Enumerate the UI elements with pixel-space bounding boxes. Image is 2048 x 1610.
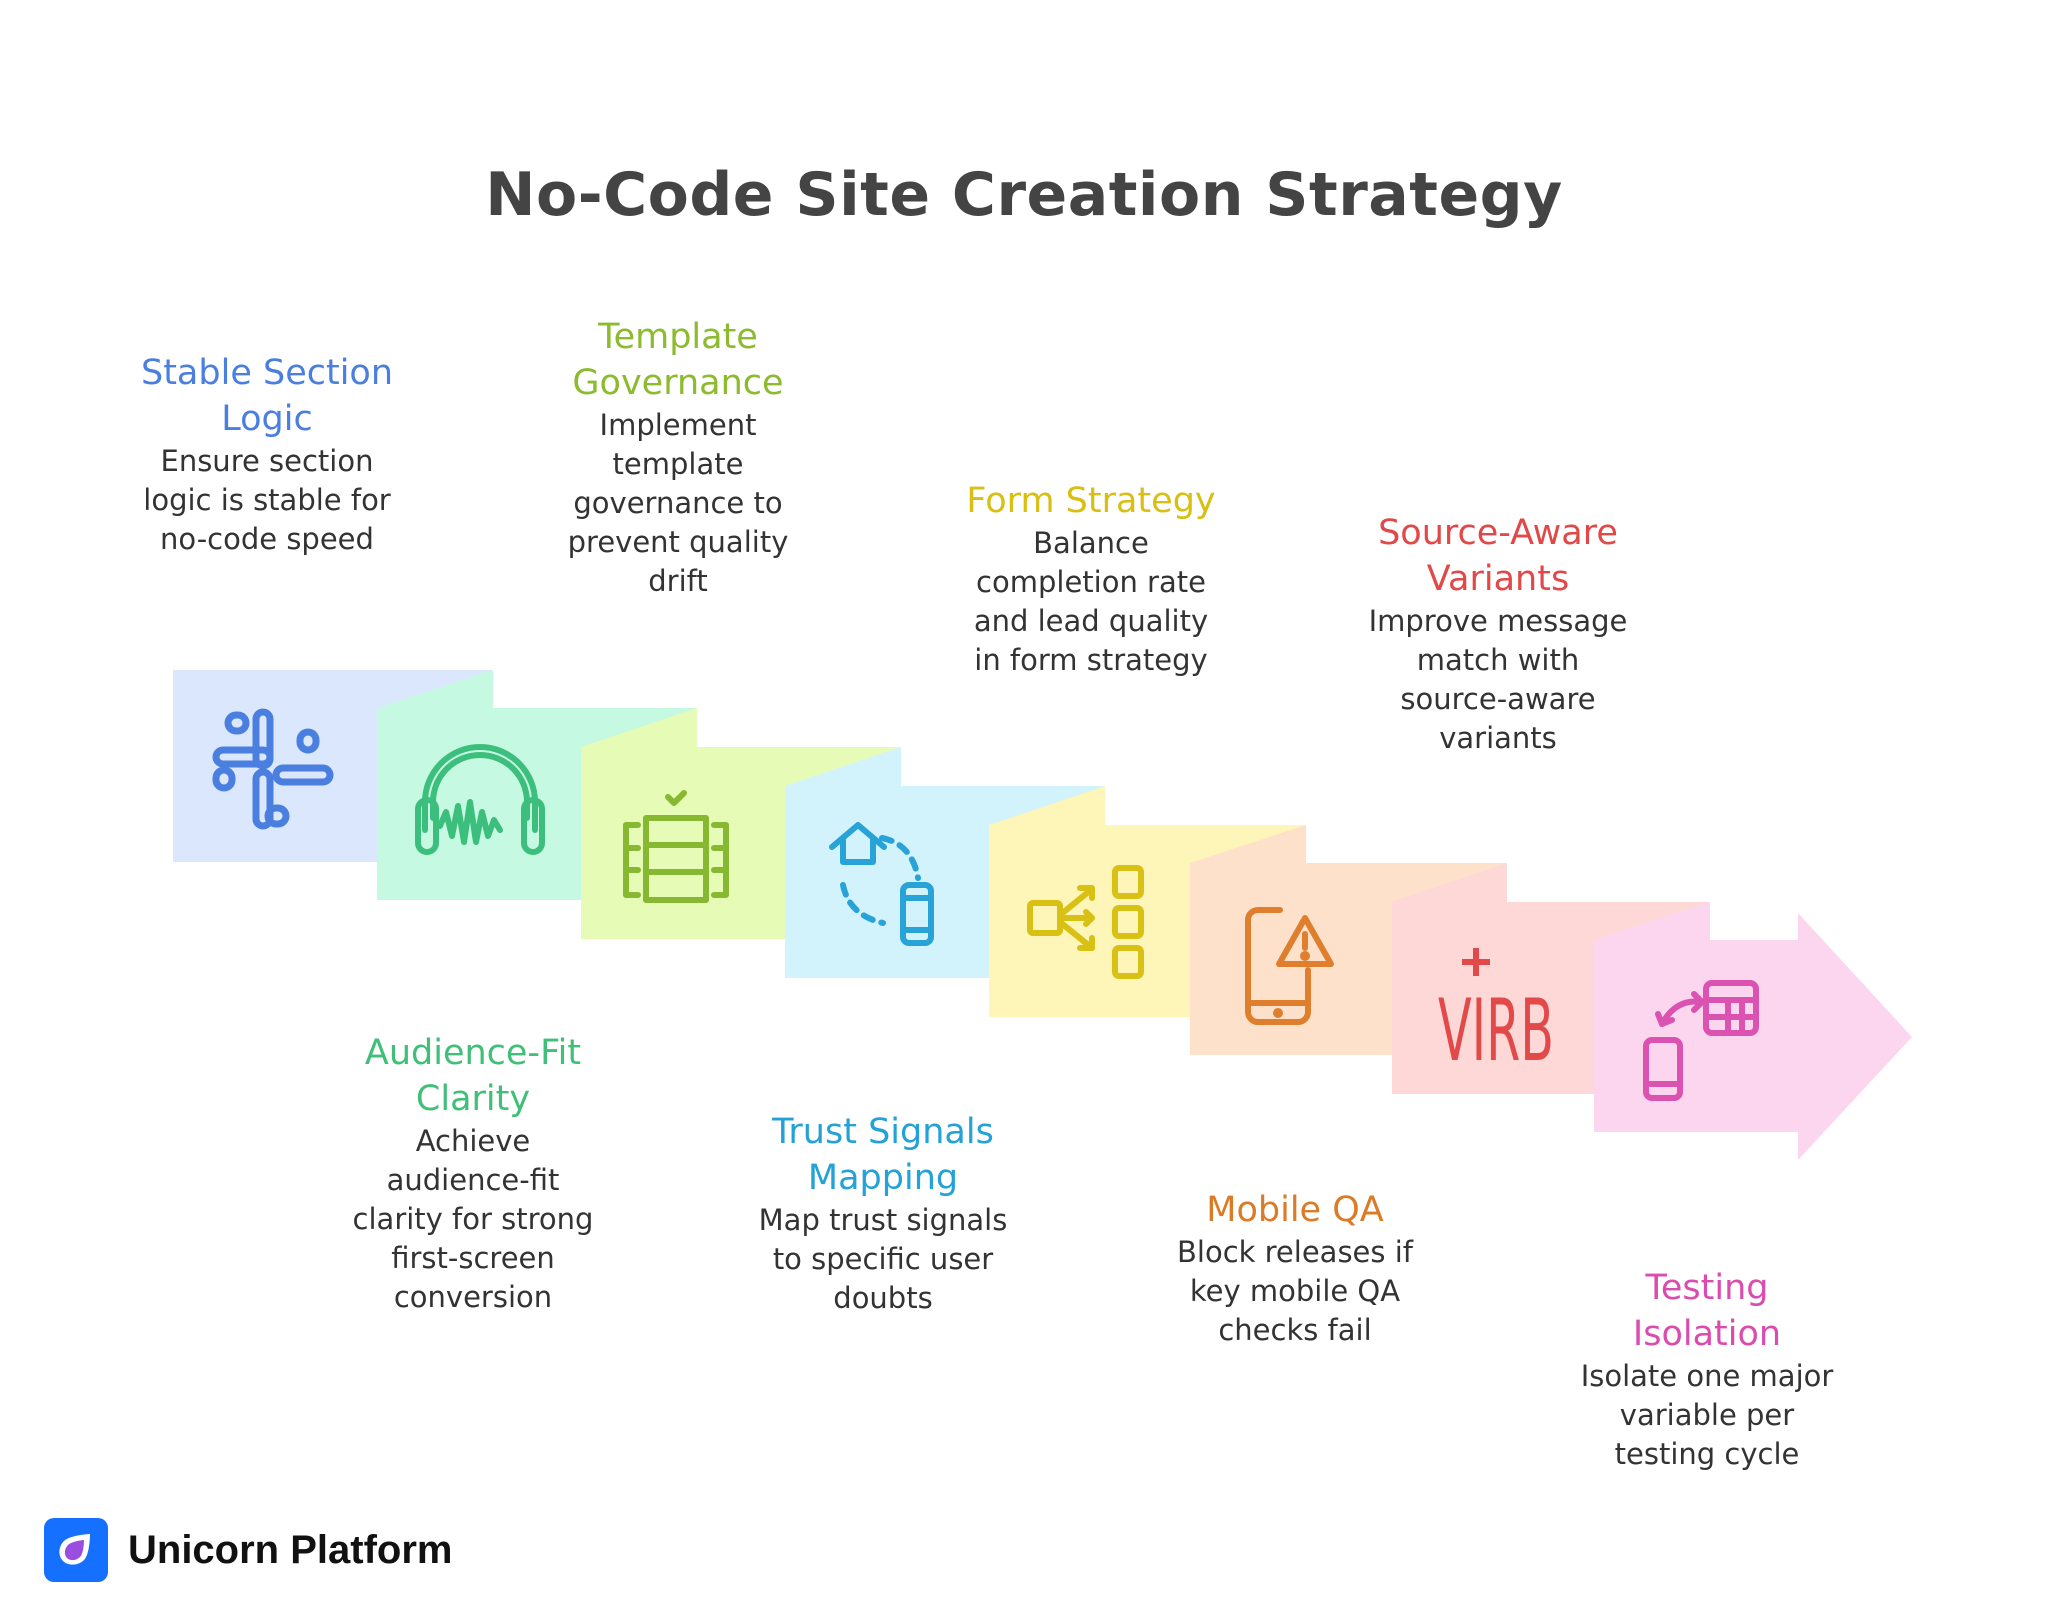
headphones-waveform-icon <box>415 744 545 855</box>
diagram-title: No-Code Site Creation Strategy <box>485 160 1563 230</box>
svg-text:VIRB: VIRB <box>1438 981 1554 1081</box>
slack-hash-icon <box>212 708 334 830</box>
step-label-form-strategy: Form Strategy Balance completion rate an… <box>966 478 1215 680</box>
step-description: Isolate one major variable per testing c… <box>1580 1359 1834 1471</box>
step-heading: Source-Aware Variants <box>1378 513 1618 599</box>
step-heading: Trust Signals Mapping <box>772 1112 994 1198</box>
server-rack-check-icon <box>623 790 729 903</box>
step-description: Balance completion rate and lead quality… <box>973 526 1209 677</box>
step-heading: Form Strategy <box>966 481 1216 521</box>
step-description: Implement template governance to prevent… <box>567 408 789 598</box>
step-description: Ensure section logic is stable for no-co… <box>143 444 391 556</box>
step-label-mobile-qa: Mobile QA Block releases if key mobile Q… <box>1177 1187 1413 1350</box>
step-heading: Template Governance <box>572 317 784 403</box>
step-label-stable-section-logic: Stable Section Logic Ensure section logi… <box>141 350 393 559</box>
step-description: Map trust signals to specific user doubt… <box>758 1203 1008 1315</box>
mobile-table-swap-icon <box>1643 980 1759 1101</box>
step-label-testing-isolation: Testing Isolation Isolate one major vari… <box>1581 1265 1834 1474</box>
step-label-template-governance: Template Governance Implement template g… <box>568 314 789 601</box>
step-label-audience-fit-clarity: Audience-Fit Clarity Achieve audience-fi… <box>353 1030 594 1317</box>
brand-footer: Unicorn Platform <box>44 1518 452 1582</box>
branching-flow-icon <box>1027 865 1144 979</box>
brand-name: Unicorn Platform <box>128 1527 453 1572</box>
mobile-warning-icon <box>1245 907 1334 1025</box>
step-description: Improve message match with source-aware … <box>1368 604 1628 755</box>
virb-logo-icon: VIRB <box>1438 948 1554 1081</box>
step-description: Achieve audience-fit clarity for strong … <box>352 1124 594 1314</box>
unicorn-platform-logo-icon <box>44 1518 108 1582</box>
step-label-source-aware-variants: Source-Aware Variants Improve message ma… <box>1369 510 1628 758</box>
step-description: Block releases if key mobile QA checks f… <box>1177 1235 1413 1347</box>
step-heading: Audience-Fit Clarity <box>364 1033 582 1119</box>
step-heading: Mobile QA <box>1206 1190 1384 1230</box>
step-label-trust-signals-mapping: Trust Signals Mapping Map trust signals … <box>759 1109 1008 1318</box>
step-heading: Testing Isolation <box>1632 1268 1782 1354</box>
step-heading: Stable Section Logic <box>140 353 394 439</box>
home-to-mobile-sync-icon <box>829 822 934 946</box>
